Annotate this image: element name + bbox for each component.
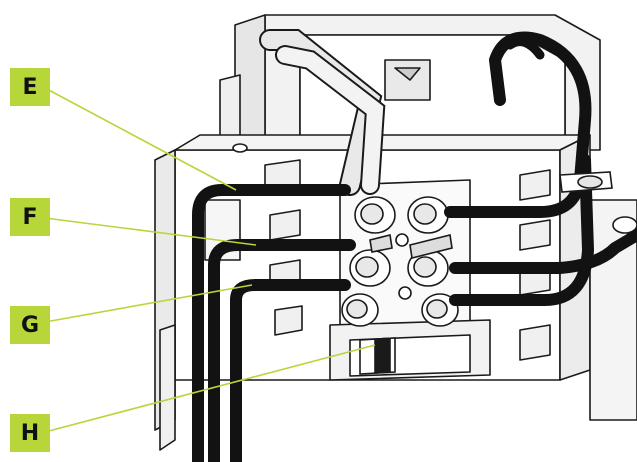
- label-e: E: [10, 68, 50, 106]
- leader-lines: [44, 87, 376, 433]
- leader-line-g: [44, 284, 253, 323]
- release-lever: [359, 337, 396, 375]
- label-f: F: [10, 198, 50, 236]
- label-h: H: [10, 414, 50, 452]
- leader-line-f: [44, 217, 257, 246]
- leader-line-h: [44, 344, 376, 433]
- leader-line-e: [44, 87, 237, 191]
- label-e-text: E: [22, 74, 38, 100]
- black-wires: [192, 31, 637, 462]
- cable-tie: [559, 171, 613, 193]
- label-f-text: F: [22, 204, 38, 230]
- terminal-screws: [341, 196, 459, 327]
- label-g-text: G: [20, 312, 40, 338]
- grey-wires: [259, 29, 386, 196]
- label-h-text: H: [20, 420, 40, 446]
- label-g: G: [10, 306, 50, 344]
